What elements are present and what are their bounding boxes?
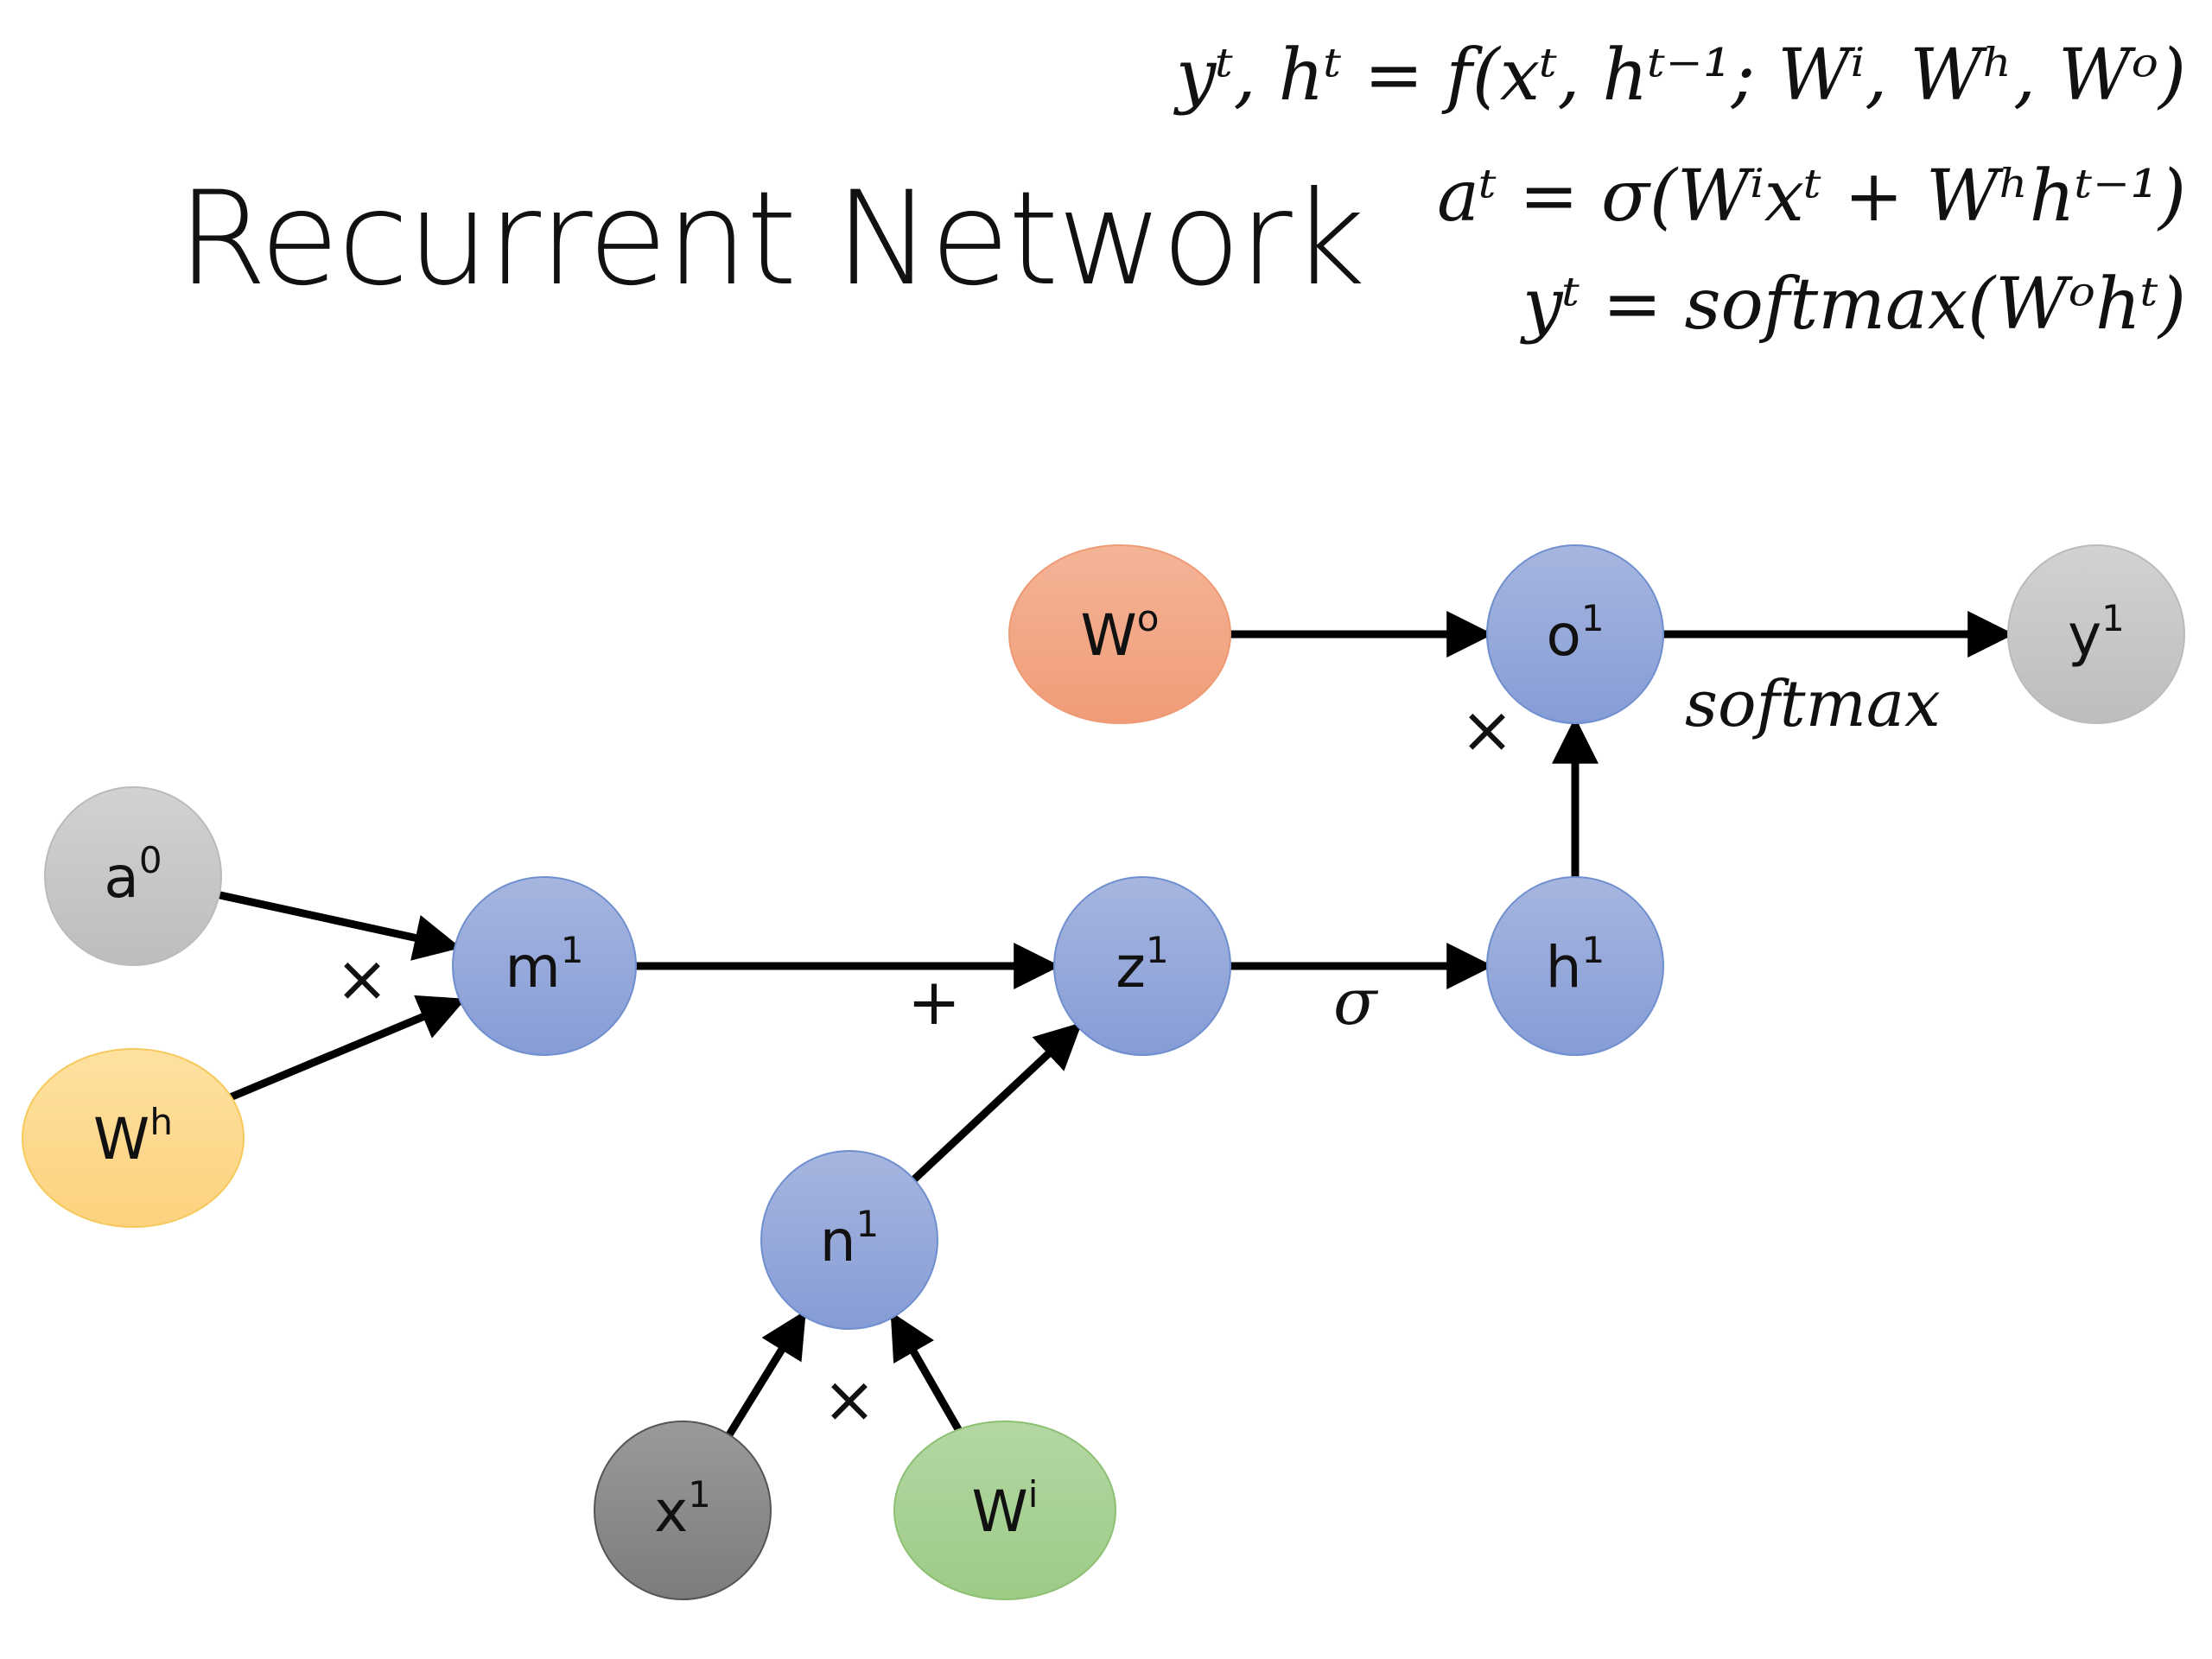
node-label-Wo: Wo bbox=[1081, 597, 1160, 669]
node-x1: x1 bbox=[594, 1421, 772, 1600]
node-circle-h1 bbox=[1486, 876, 1664, 1056]
node-circle-n1 bbox=[760, 1150, 938, 1330]
node-h1: h1 bbox=[1486, 876, 1664, 1056]
node-label-y1: y1 bbox=[2068, 597, 2125, 669]
edge-Wi-to-n1 bbox=[890, 1311, 963, 1432]
node-a0: a0 bbox=[44, 786, 222, 966]
node-circle-Wi bbox=[893, 1421, 1116, 1600]
node-label-a0: a0 bbox=[104, 839, 162, 911]
multiply-operator-n: × bbox=[823, 1363, 876, 1437]
node-label-Wi: Wi bbox=[972, 1473, 1039, 1545]
equation-rnn-function: yᵗ, hᵗ = f(xᵗ, hᵗ⁻¹; Wⁱ, Wʰ, Wᵒ) bbox=[1175, 35, 2186, 117]
multiply-operator-o: × bbox=[1460, 693, 1514, 767]
equation-activation: aᵗ = σ(Wⁱxᵗ + Wʰhᵗ⁻¹) bbox=[1437, 156, 2186, 238]
node-circle-y1 bbox=[2007, 544, 2185, 724]
node-Wo: Wo bbox=[1008, 544, 1231, 724]
node-label-o1: o1 bbox=[1546, 597, 1604, 669]
node-Wi: Wi bbox=[893, 1421, 1116, 1600]
node-n1: n1 bbox=[760, 1150, 938, 1330]
node-label-m1: m1 bbox=[505, 929, 583, 1001]
node-label-n1: n1 bbox=[820, 1203, 880, 1274]
node-z1: z1 bbox=[1053, 876, 1231, 1056]
node-circle-o1 bbox=[1486, 544, 1664, 724]
softmax-label: softmax bbox=[1685, 667, 1941, 741]
node-circle-Wo bbox=[1008, 544, 1231, 724]
node-circle-z1 bbox=[1053, 876, 1231, 1056]
edge-a0-to-m1 bbox=[218, 891, 461, 961]
node-Wh: Wh bbox=[22, 1048, 245, 1228]
node-circle-Wh bbox=[22, 1048, 245, 1228]
node-label-h1: h1 bbox=[1546, 929, 1605, 1001]
node-m1: m1 bbox=[452, 876, 637, 1056]
node-label-z1: z1 bbox=[1116, 929, 1168, 1001]
edge-n1-to-z1 bbox=[911, 1022, 1083, 1183]
node-circle-a0 bbox=[44, 786, 222, 966]
plus-operator-z: + bbox=[907, 965, 961, 1039]
edge-Wh-to-m1 bbox=[229, 995, 467, 1101]
equation-output: yᵗ = softmax(Wᵒhᵗ) bbox=[1522, 264, 2186, 346]
node-y1: y1 bbox=[2007, 544, 2185, 724]
node-circle-m1 bbox=[452, 876, 637, 1056]
node-o1: o1 bbox=[1486, 544, 1664, 724]
sigma-label: σ bbox=[1333, 965, 1379, 1039]
multiply-operator-m: × bbox=[335, 942, 389, 1016]
node-label-x1: x1 bbox=[654, 1473, 711, 1545]
slide-title: Recurrent Network bbox=[177, 164, 1365, 315]
node-label-Wh: Wh bbox=[93, 1101, 173, 1173]
edge-x1-to-n1 bbox=[726, 1310, 806, 1437]
node-circle-x1 bbox=[594, 1421, 772, 1600]
